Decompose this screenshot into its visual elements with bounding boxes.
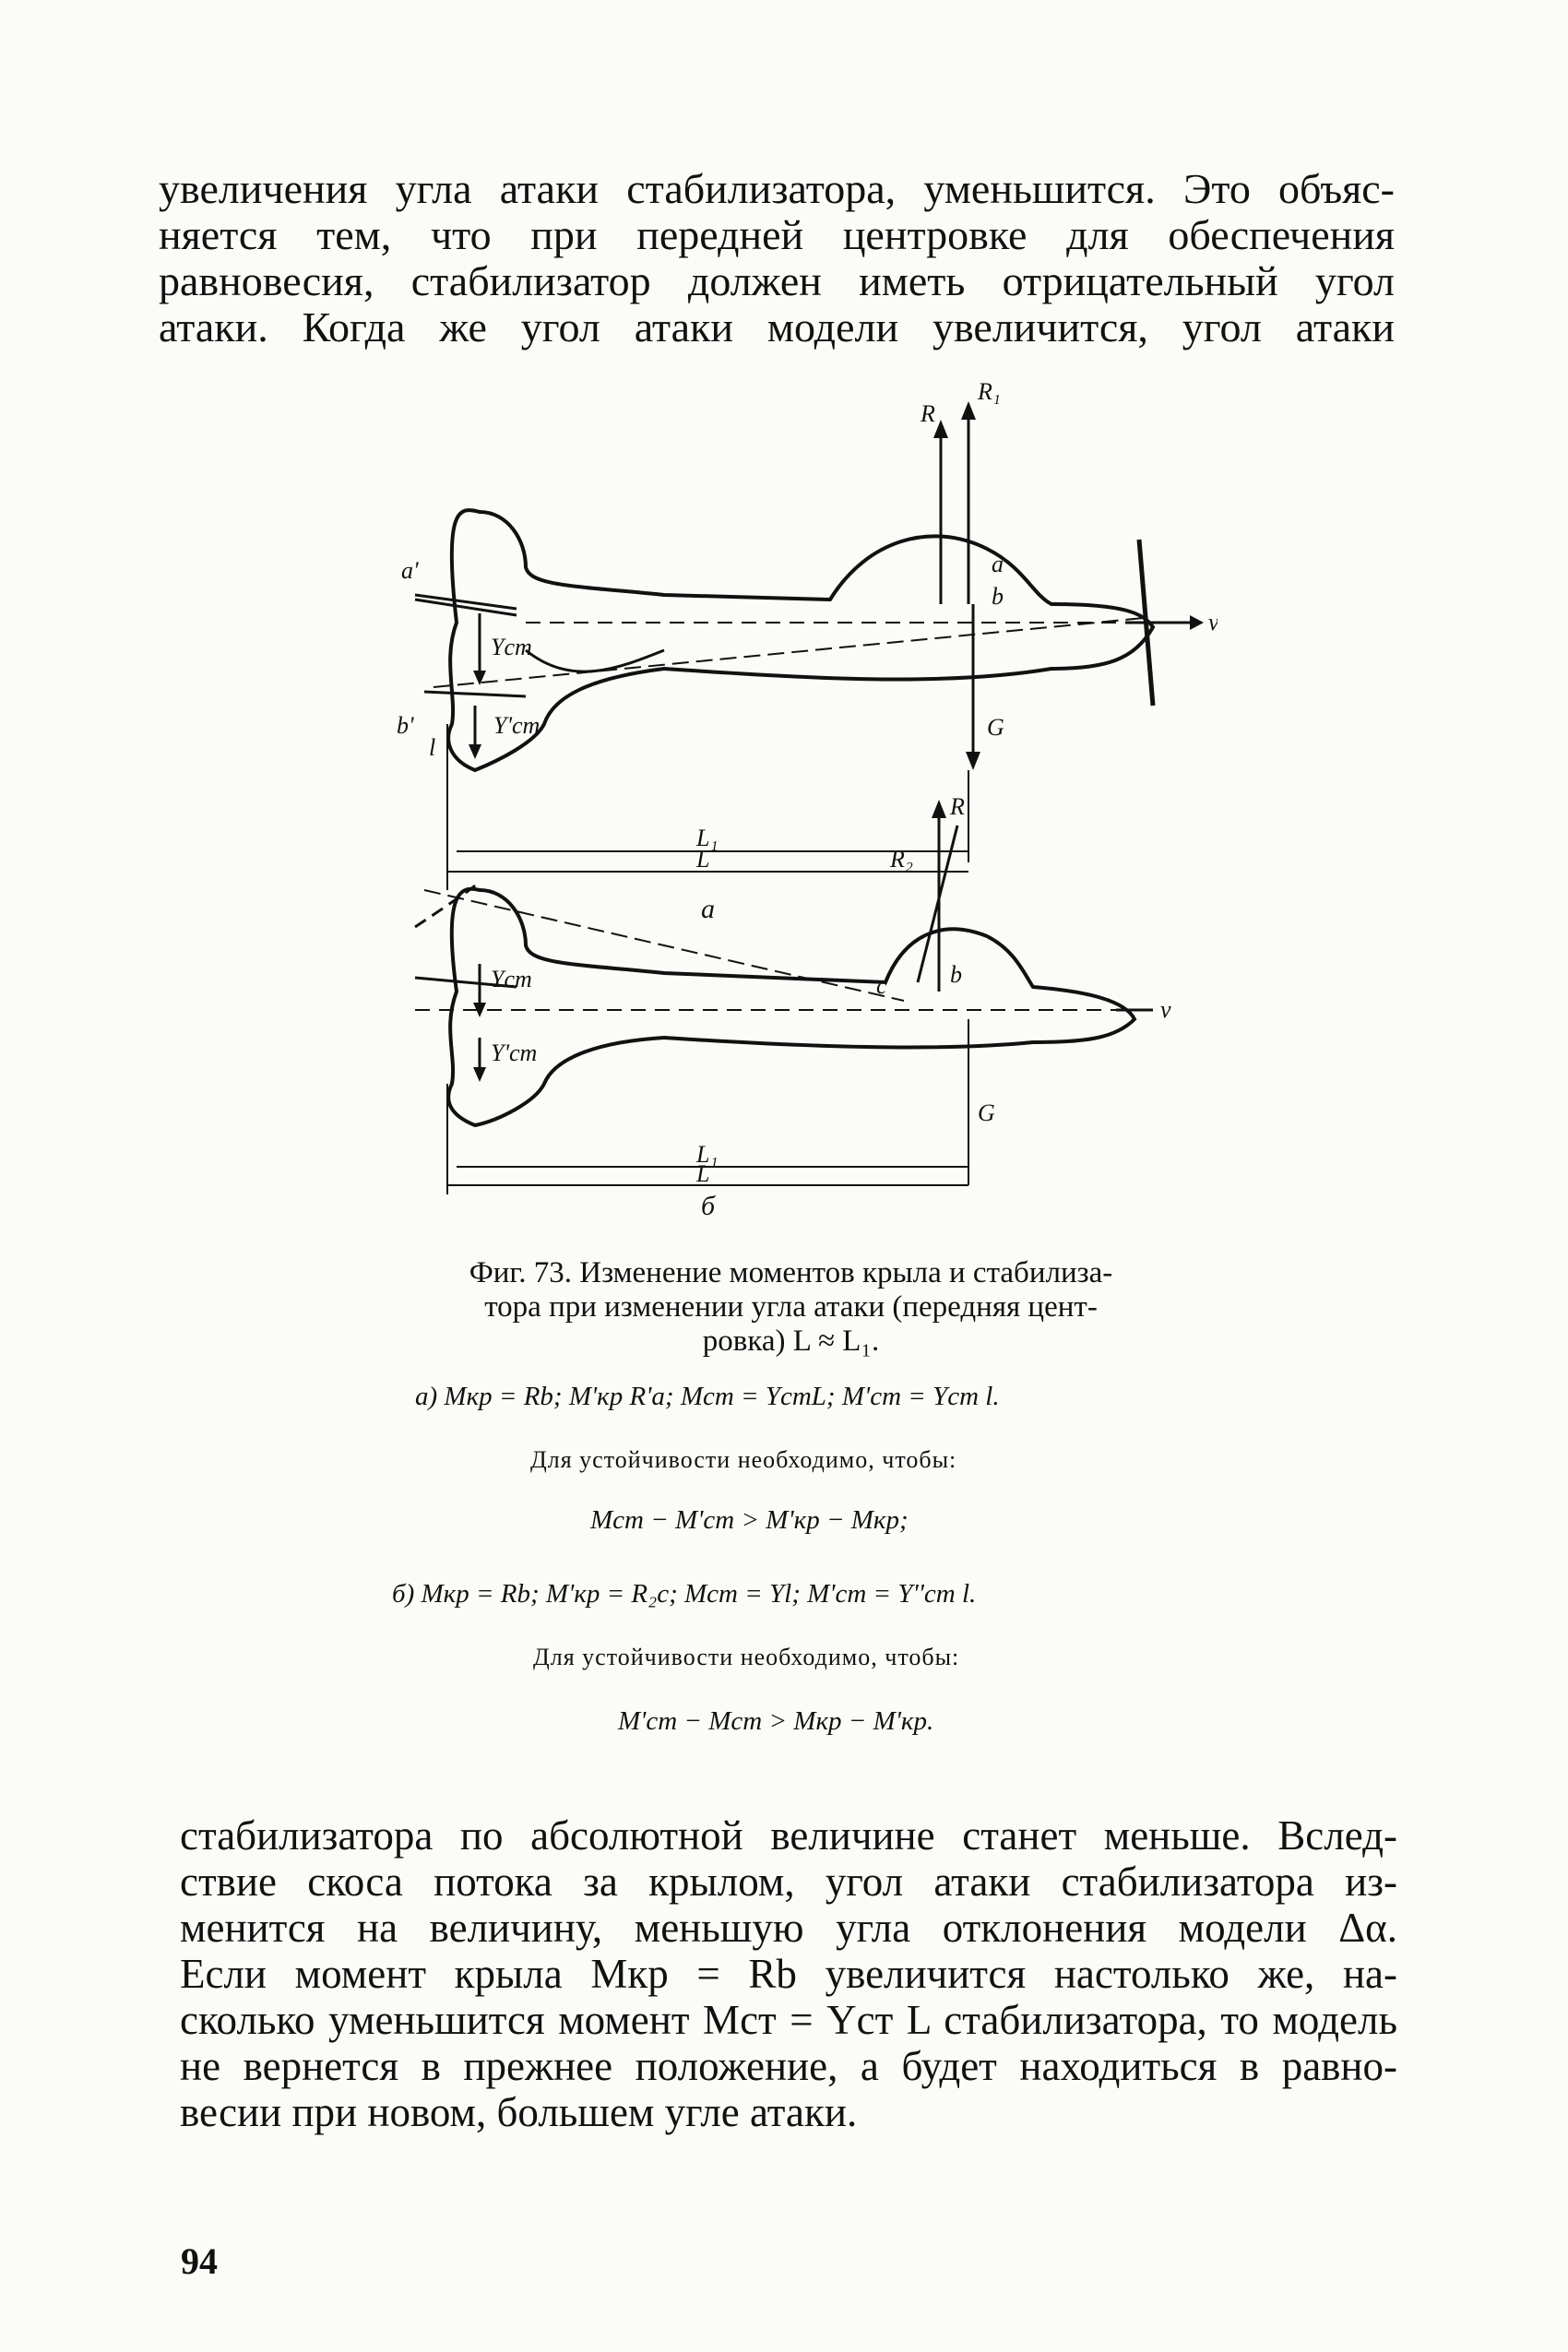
text-line: ствие скоса потока за крылом, угол атаки…: [180, 1859, 1397, 1905]
label-v-b: v: [1160, 996, 1171, 1023]
label-G-a: G: [987, 714, 1004, 741]
caption-line: Фиг. 73. Изменение моментов крыла и стаб…: [469, 1256, 1113, 1289]
text-line: весии при новом, большем угле атаки.: [180, 2089, 858, 2135]
inequality-a: Mст − M'ст > M'кр − Mкр;: [590, 1505, 909, 1535]
inequality-b: M'ст − Mст > Mкр − M'кр.: [618, 1706, 934, 1736]
label-G-b: G: [978, 1099, 995, 1126]
text-line: няется тем, что при передней центровке д…: [159, 211, 1395, 258]
caption-line: тора при изменении угла атаки (передняя …: [484, 1290, 1098, 1324]
bottom-paragraph: стабилизатора по абсолютной величине ста…: [180, 1812, 1397, 2135]
label-R1: R₁: [977, 378, 1001, 405]
text-line: сколько уменьшится момент Mст = Yст L ст…: [180, 1997, 1397, 2043]
text-line: стабилизатора по абсолютной величине ста…: [180, 1812, 1397, 1859]
label-l-a: l: [429, 734, 435, 761]
label-part-b: б: [701, 1191, 716, 1221]
label-R2: R₂: [889, 846, 913, 873]
label-a: a: [992, 551, 1004, 577]
text-line: равновесия, стабилизатор должен иметь от…: [159, 257, 1395, 304]
formula-b: б) Mкр = Rb; M'кр = R₂c; Mст = Yl; M'ст …: [392, 1579, 977, 1609]
label-Ycm-prime-a: Y'ст: [493, 712, 540, 739]
label-part-a: а: [701, 894, 715, 924]
text-line: не вернется в прежнее положение, а будет…: [180, 2043, 1397, 2089]
airplane-moments-figure: R R₁ a' b' l a b v G Yст Y'ст L₁ L а R₂ …: [397, 378, 1218, 1221]
label-b-b: b: [950, 961, 962, 988]
label-L-a: L: [695, 846, 709, 873]
text-line: атаки. Когда же угол атаки модели увелич…: [159, 303, 1395, 350]
figure-caption: Фиг. 73. Изменение моментов крыла и стаб…: [374, 1256, 1208, 1359]
label-L1-a: L₁: [695, 825, 719, 851]
label-a-prime: a': [401, 557, 419, 584]
caption-line: ровка) L ≈ L₁.: [702, 1324, 880, 1358]
text-line: Если момент крыла Mкр = Rb увеличится на…: [180, 1951, 1397, 1997]
label-L1-b: L₁: [695, 1141, 719, 1168]
label-R-b: R: [949, 793, 965, 820]
label-c: c: [876, 972, 887, 999]
stability-note-b: Для устойчивости необходимо, чтобы:: [533, 1644, 960, 1670]
formula-a: а) Mкр = Rb; M'кр R'a; Mст = YстL; M'ст …: [415, 1382, 1000, 1411]
text-line: увеличения угла атаки стабилизатора, уме…: [159, 165, 1395, 212]
label-v-a: v: [1208, 609, 1218, 636]
label-R-a: R: [920, 400, 935, 427]
text-line: менится на величину, меньшую угла отклон…: [180, 1905, 1397, 1951]
label-L-b: L: [695, 1160, 709, 1187]
page-number: 94: [181, 2240, 218, 2282]
airplane-diagram-a: [414, 401, 1204, 890]
label-Ycm-a: Yст: [491, 634, 532, 660]
airplane-diagram-b: [414, 800, 1153, 1194]
label-b-prime: b': [397, 712, 414, 739]
label-Ycm-prime-b: Y'ст: [491, 1039, 537, 1066]
stability-note-a: Для устойчивости необходимо, чтобы:: [530, 1446, 957, 1473]
label-Ycm-b: Yст: [491, 966, 532, 992]
top-paragraph: увеличения угла атаки стабилизатора, уме…: [159, 166, 1395, 350]
label-b-a: b: [992, 583, 1004, 610]
